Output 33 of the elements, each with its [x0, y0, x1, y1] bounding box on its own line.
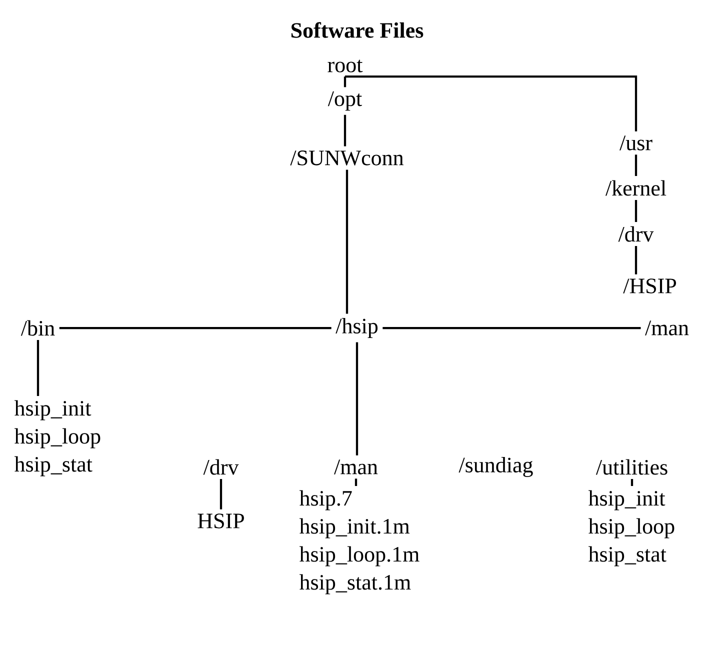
directory-label: /opt: [328, 91, 362, 111]
directory-label: /drv: [203, 459, 239, 475]
directory-label: /utilities: [596, 459, 668, 475]
connector-line: [59, 326, 332, 330]
connector-line: [356, 342, 358, 456]
connector-line: [630, 479, 634, 486]
connector-line: [344, 114, 346, 146]
directory-label: /SUNWconn: [290, 150, 404, 166]
directory-label: HSIP: [198, 514, 244, 528]
connector-line: [634, 154, 638, 176]
connector-line: [345, 76, 638, 132]
directory-label: /drv: [618, 226, 654, 242]
connector-line: [220, 479, 222, 510]
connector-line: [382, 326, 641, 330]
title: Software Files: [291, 22, 424, 38]
file-list: hsip_init hsip_loop hsip_stat: [14, 400, 100, 476]
connector-line: [354, 478, 358, 486]
directory-label: /HSIP: [623, 278, 676, 294]
connector-line: [346, 170, 348, 314]
connector-line: [634, 246, 638, 274]
directory-label: /kernel: [605, 180, 666, 196]
connector-line: [634, 200, 638, 222]
directory-label: /man: [334, 460, 378, 474]
directory-label: /usr: [620, 136, 652, 150]
connector-line: [344, 76, 346, 88]
file-list: hsip_init hsip_loop hsip_stat: [588, 490, 674, 566]
directory-label: /bin: [20, 320, 55, 336]
file-list: hsip.7 hsip_init.1m hsip_loop.1m hsip_stat.1m: [299, 490, 420, 594]
directory-label: /hsip: [336, 318, 378, 338]
connector-line: [36, 340, 40, 396]
directory-label: /man: [645, 320, 689, 336]
directory-label: root: [328, 60, 363, 72]
directory-label: /sundiag: [458, 457, 533, 477]
